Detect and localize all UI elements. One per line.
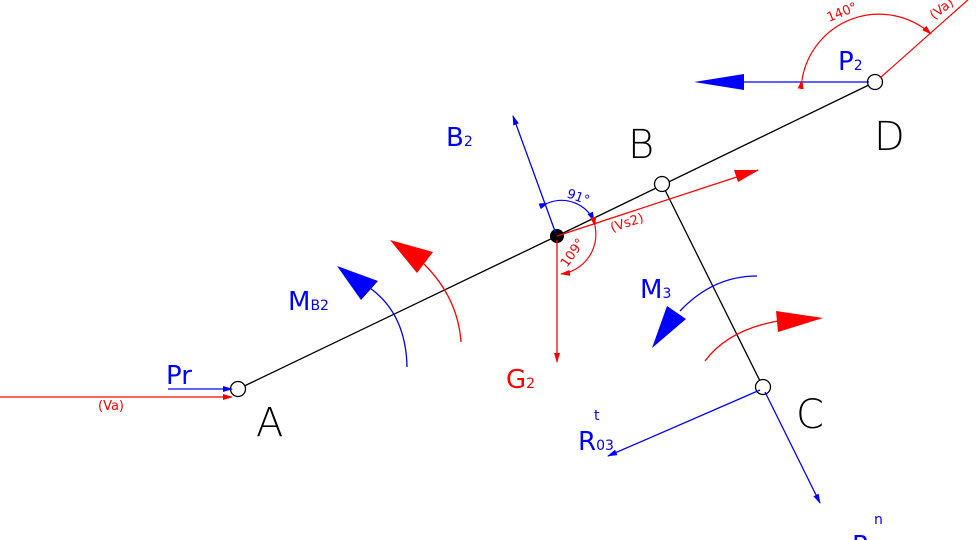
label-b2-sub: 2 bbox=[464, 134, 473, 150]
label-r03t-base: R bbox=[578, 427, 596, 457]
label-g2: G2 bbox=[506, 365, 535, 395]
label-r03t: R03 bbox=[578, 427, 614, 457]
label-b: B bbox=[628, 122, 654, 168]
moment-m3-arrowhead bbox=[652, 306, 686, 348]
label-r03n-sup: n bbox=[874, 512, 883, 528]
joint-d bbox=[866, 73, 884, 91]
label-p2: P2 bbox=[838, 47, 863, 77]
velocity-vs2-arrowhead bbox=[734, 170, 759, 182]
label-c: C bbox=[796, 392, 824, 438]
label-p2-sub: 2 bbox=[854, 58, 863, 74]
force-r03t-arrow bbox=[607, 389, 761, 457]
label-m3-base: M bbox=[640, 275, 662, 305]
label-b2: B2 bbox=[446, 123, 473, 153]
label-r03n: R03 bbox=[852, 531, 888, 540]
label-va-right: (Va) bbox=[927, 0, 957, 23]
moment-mb2-arc bbox=[369, 287, 408, 368]
moment-mb2-arrowhead bbox=[337, 266, 378, 300]
angle-arc-91 bbox=[538, 199, 595, 222]
angle-arc-140 bbox=[797, 13, 932, 90]
force-b2-arrow bbox=[512, 115, 557, 235]
joint-a bbox=[229, 380, 247, 398]
label-va-left: (Va) bbox=[98, 399, 124, 414]
joint-c bbox=[754, 378, 772, 396]
label-r03t-sup: t bbox=[594, 408, 600, 424]
label-m3: M3 bbox=[640, 275, 671, 305]
angle-arc-109 bbox=[560, 216, 597, 276]
label-angle-140: 140° bbox=[825, 0, 860, 26]
moment-red-arc-right bbox=[704, 320, 779, 362]
label-p2-base: P bbox=[838, 47, 854, 77]
joint-b bbox=[653, 175, 671, 193]
label-b2-base: B bbox=[446, 123, 464, 153]
link-bc bbox=[661, 183, 764, 388]
label-r03n-base: R bbox=[852, 531, 870, 540]
label-m3-sub: 3 bbox=[662, 286, 671, 302]
label-mb2-sub: B2 bbox=[310, 298, 329, 314]
velocity-vs2-arrow bbox=[556, 169, 759, 237]
label-g2-sub: 2 bbox=[526, 376, 535, 392]
label-r03t-sub: 03 bbox=[596, 438, 614, 454]
label-pr: Pr bbox=[166, 361, 192, 391]
label-mb2: MB2 bbox=[288, 287, 329, 317]
label-angle-91: 91° bbox=[565, 187, 592, 209]
moment-red-arc-left bbox=[423, 263, 462, 343]
label-mb2-base: M bbox=[288, 287, 310, 317]
label-angle-109: 109° bbox=[558, 236, 588, 270]
moment-red-arrowhead-right bbox=[776, 311, 823, 332]
label-vs2: (Vs2) bbox=[609, 211, 646, 236]
label-d: D bbox=[874, 114, 905, 160]
link-bd bbox=[556, 81, 876, 237]
link-ab bbox=[237, 235, 558, 390]
label-a: A bbox=[256, 400, 283, 446]
label-g2-base: G bbox=[506, 365, 526, 395]
force-p2-arrowhead bbox=[694, 74, 744, 90]
moment-red-arrowhead-left bbox=[390, 240, 433, 273]
moment-m3-arc bbox=[679, 275, 758, 312]
force-r03n-arrow bbox=[764, 391, 821, 504]
